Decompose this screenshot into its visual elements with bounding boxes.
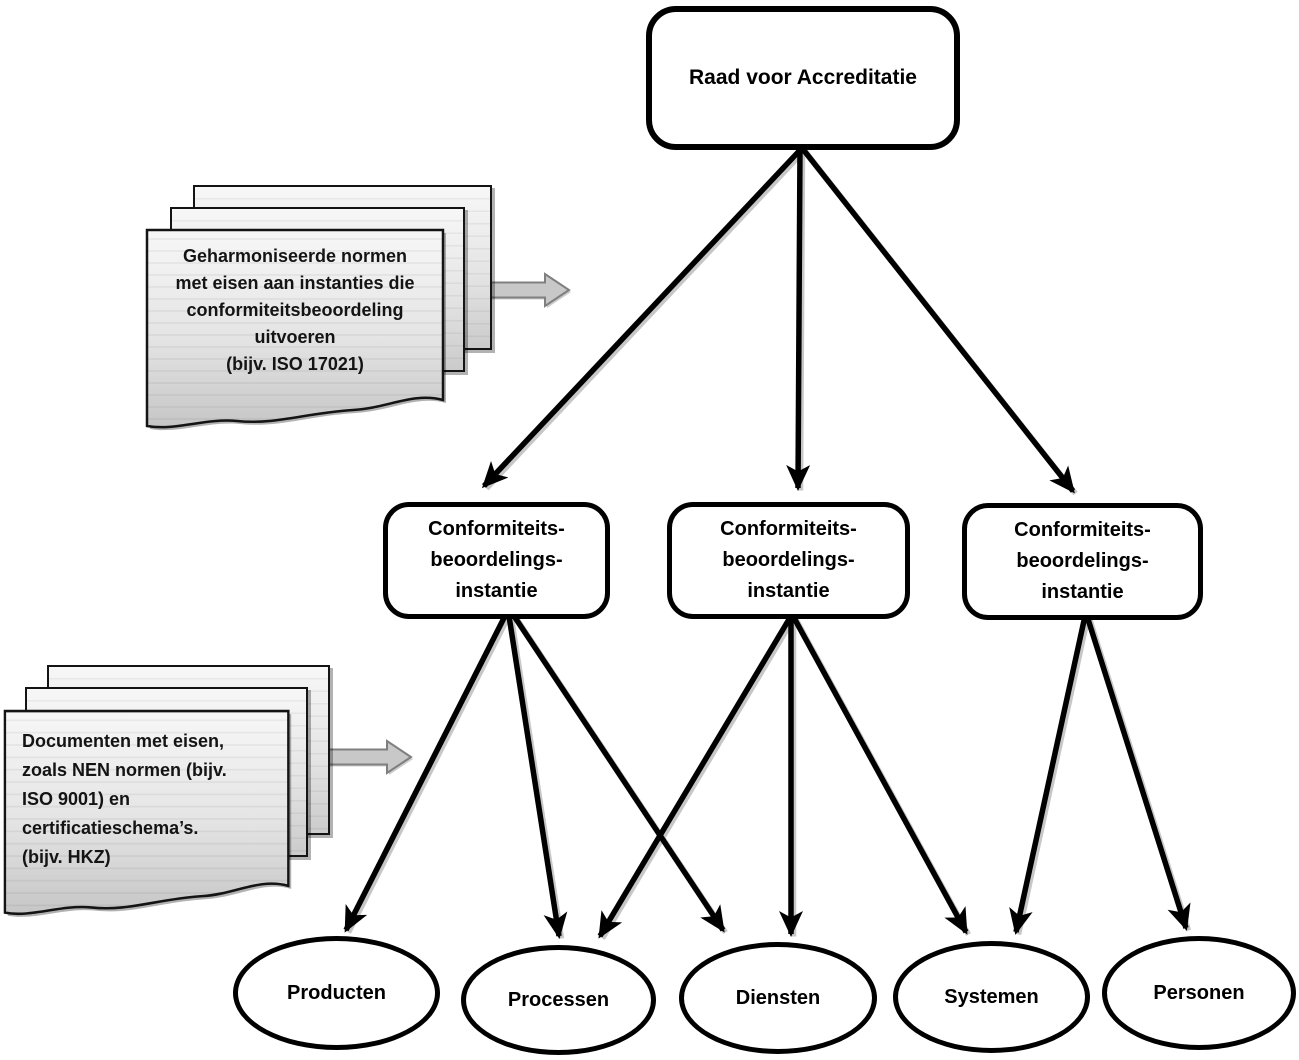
arrow-root-to-cbi1 (481, 146, 805, 489)
arrow-cbi1-to-diensten (511, 614, 726, 933)
cbi-box-1-line2: beoordelings- (430, 549, 563, 571)
entity-label: Processen (507, 988, 610, 1011)
document-page-front (3, 709, 292, 917)
cbi-box-2-line3: instantie (747, 580, 830, 602)
doc-top-line1: Geharmoniseerde normen (182, 246, 408, 266)
cbi-box-2-line1: Conformiteits- (720, 518, 857, 540)
arrow-root-to-cbi3 (799, 146, 1076, 494)
arrow-cbi3-to-systemen (1009, 615, 1088, 935)
cbi-box-1: Conformiteits- beoordelings- instantie (383, 502, 610, 619)
entity-label: Diensten (735, 986, 821, 1009)
root-box-label: Raad voor Accreditatie (689, 66, 917, 89)
document-bottom-text: Documenten met eisen, zoals NEN normen (… (22, 727, 284, 872)
doc-bottom-line3: ISO 9001) en (22, 789, 131, 809)
cbi-box-3: Conformiteits- beoordelings- instantie (962, 503, 1203, 620)
entity-ellipse-personen: Personen (1102, 936, 1296, 1050)
front-page-rules (147, 230, 443, 428)
doc-top-line2: met eisen aan instanties die (175, 273, 415, 293)
doc-top-line3: conformiteitsbeoordeling (186, 300, 404, 320)
doc-top-line4: uitvoeren (254, 327, 336, 347)
cbi-box-3-line1: Conformiteits- (1014, 519, 1151, 541)
entity-label: Personen (1153, 981, 1245, 1004)
arrow-cbi1-to-processen (506, 615, 568, 939)
cbi-box-2: Conformiteits- beoordelings- instantie (667, 502, 910, 619)
doc-bottom-line2: zoals NEN normen (bijv. (22, 760, 227, 780)
entity-ellipse-processen: Processen (461, 945, 656, 1055)
connectors (343, 146, 1191, 939)
cbi-box-3-line2: beoordelings- (1016, 550, 1149, 572)
cbi-box-3-line3: instantie (1041, 581, 1124, 603)
front-page-rules (4, 711, 289, 914)
entity-ellipse-systemen: Systemen (893, 941, 1090, 1053)
arrow-cbi3-to-personen (1084, 615, 1191, 931)
entity-label: Producten (287, 981, 386, 1004)
doc-top-line5: (bijv. ISO 17021) (226, 354, 364, 374)
arrow-cbi2-to-processen (597, 614, 794, 939)
cbi-box-1-line1: Conformiteits- (428, 518, 565, 540)
arrow-root-to-cbi2 (786, 147, 811, 491)
doc-bottom-line5: (bijv. HKZ) (22, 847, 111, 867)
entity-label: Systemen (944, 985, 1039, 1008)
cbi-box-2-line2: beoordelings- (722, 549, 855, 571)
doc-bottom-line1: Documenten met eisen, (22, 731, 225, 751)
arrow-cbi2-to-systemen (790, 614, 969, 935)
cbi-box-1-line3: instantie (455, 580, 538, 602)
doc-bottom-line4: certificatieschema’s. (22, 818, 199, 838)
document-page-front (145, 228, 446, 431)
root-box-raad-voor-accreditatie: Raad voor Accreditatie (646, 6, 960, 150)
entity-ellipse-diensten: Diensten (679, 942, 877, 1054)
document-top-text: Geharmoniseerde normen met eisen aan ins… (152, 243, 438, 378)
entity-ellipse-producten: Producten (233, 936, 440, 1050)
arrow-cbi1-to-producten (343, 614, 508, 933)
